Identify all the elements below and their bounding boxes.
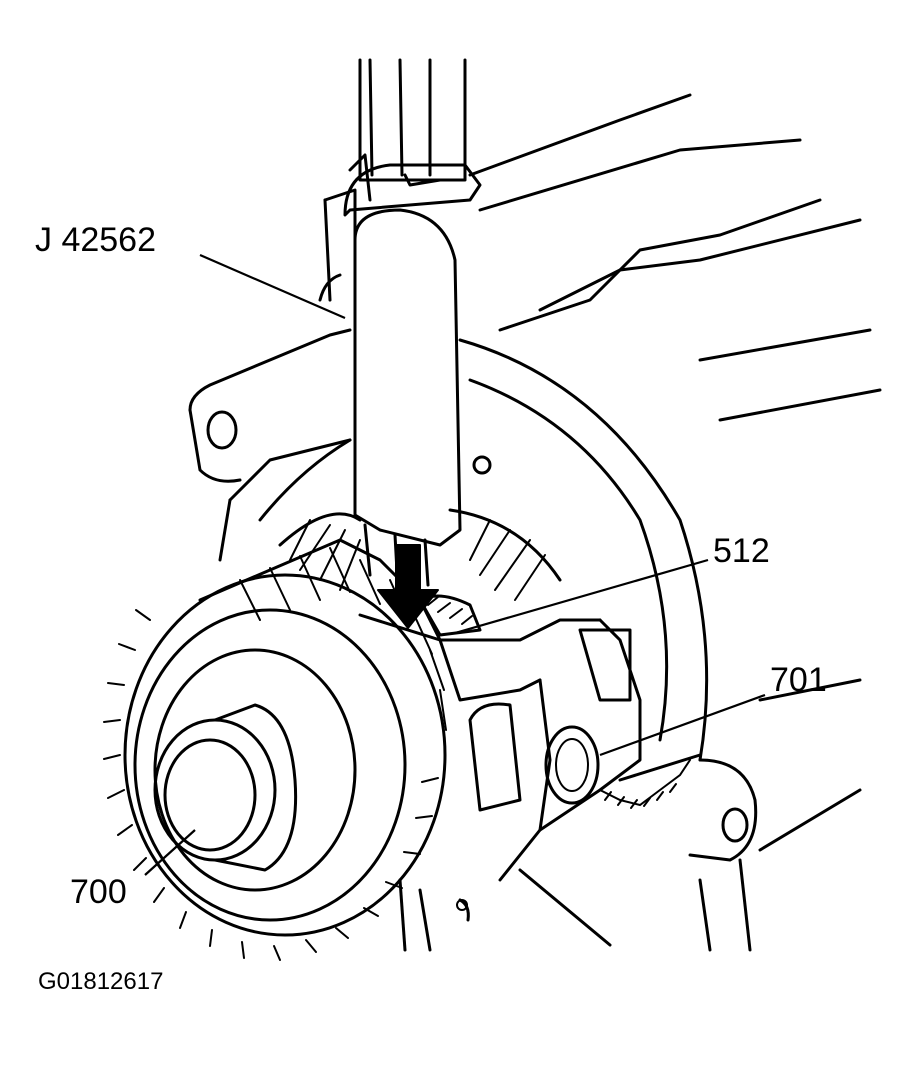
callout-701: 701 [770, 661, 827, 699]
leader-lines [144, 253, 766, 876]
callout-j42562: J 42562 [35, 221, 156, 259]
output-gear [103, 538, 447, 961]
figure-id: G01812617 [38, 968, 164, 995]
callout-512: 512 [713, 532, 770, 570]
differential-case [188, 153, 758, 862]
callout-700: 700 [70, 873, 127, 911]
press-arrow [377, 544, 439, 629]
differential-carrier [358, 613, 642, 882]
transaxle-case [398, 93, 882, 952]
j42562-tool [343, 58, 482, 592]
hub-bearing [153, 703, 298, 872]
